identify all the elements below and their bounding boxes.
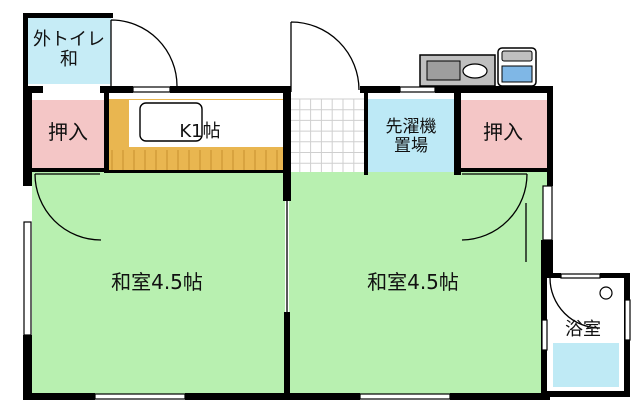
wall-kitchen-bottom bbox=[109, 170, 285, 173]
wall-center-low bbox=[284, 312, 290, 397]
wall-bottom-left bbox=[23, 393, 95, 400]
door-swings bbox=[34, 19, 601, 329]
water-heater-top bbox=[501, 50, 533, 62]
laundry-area-fill bbox=[368, 99, 454, 174]
bath-label: 浴室 bbox=[565, 319, 601, 340]
door-bath-swing bbox=[549, 277, 601, 329]
wall-bath-top bbox=[541, 273, 561, 278]
wall-bath-top2 bbox=[600, 273, 630, 278]
wall-left-low bbox=[23, 335, 32, 399]
wall-bottom-right bbox=[450, 393, 550, 400]
door-closet-right bbox=[461, 173, 528, 241]
wall-toilet-top bbox=[23, 13, 113, 18]
closet-right-label: 押入 bbox=[483, 120, 523, 144]
wall-closet-bottom-left bbox=[32, 168, 104, 172]
laundry-label-line1: 先濯機 bbox=[385, 117, 437, 137]
wall-laundry-right bbox=[454, 93, 461, 175]
room-right-fill bbox=[289, 172, 547, 394]
stove-panel bbox=[426, 60, 461, 81]
closet-right-fill bbox=[461, 100, 547, 168]
wall-bottom-mid bbox=[185, 393, 360, 400]
wall-top-left bbox=[23, 86, 43, 93]
room-left-fill bbox=[32, 172, 285, 394]
kitchen-floor-grid bbox=[111, 150, 278, 170]
window-top-laundry bbox=[399, 86, 436, 93]
laundry-label: 先濯機 置場 bbox=[368, 118, 454, 155]
door-entrance bbox=[290, 21, 360, 92]
windows bbox=[23, 86, 631, 400]
wall-toilet-left bbox=[23, 13, 28, 91]
window-bath-left bbox=[541, 319, 548, 351]
toilet-label-line1: 外トイレ bbox=[33, 29, 105, 50]
wall-top-kitchen bbox=[170, 86, 290, 93]
stove-burner bbox=[462, 63, 488, 79]
water-heater-panel bbox=[501, 65, 533, 83]
window-left bbox=[23, 221, 32, 336]
wall-right-low bbox=[541, 240, 553, 277]
window-bottom-left bbox=[94, 393, 186, 400]
wall-bath-bottom bbox=[541, 391, 630, 397]
wall-right bbox=[547, 86, 553, 186]
window-top-kitchen bbox=[132, 86, 171, 93]
wall-closet-left bbox=[104, 93, 109, 173]
sink bbox=[139, 102, 203, 142]
window-right bbox=[542, 185, 553, 241]
wall-top-right2 bbox=[435, 86, 550, 93]
door-toilet bbox=[110, 19, 178, 87]
wall-center bbox=[283, 86, 291, 201]
closet-left-fill bbox=[32, 100, 104, 168]
tile-floor bbox=[289, 99, 365, 174]
laundry-label-line2: 置場 bbox=[394, 135, 428, 156]
window-bath-right bbox=[624, 299, 631, 341]
toilet-label-line2: 和 bbox=[60, 48, 78, 70]
bath-faucet-icon bbox=[599, 286, 613, 300]
bath-tub bbox=[553, 343, 619, 387]
toilet-floor bbox=[25, 18, 111, 84]
window-bath-top bbox=[560, 273, 601, 279]
toilet-label: 外トイレ 和 bbox=[28, 30, 110, 70]
closet-left-label: 押入 bbox=[48, 120, 88, 144]
wall-laundry-left bbox=[364, 93, 368, 175]
kitchen-label: K1帖 bbox=[179, 121, 221, 142]
room-left-label: 和室4.5帖 bbox=[111, 270, 203, 294]
door-closet-left bbox=[34, 173, 102, 241]
wall-left bbox=[23, 86, 32, 186]
wall-top-right bbox=[360, 86, 400, 93]
room-right-label: 和室4.5帖 bbox=[367, 270, 459, 294]
wall-closet-bottom-right bbox=[461, 168, 547, 172]
wall-top-mid bbox=[100, 86, 133, 93]
window-bottom-right bbox=[359, 393, 451, 400]
